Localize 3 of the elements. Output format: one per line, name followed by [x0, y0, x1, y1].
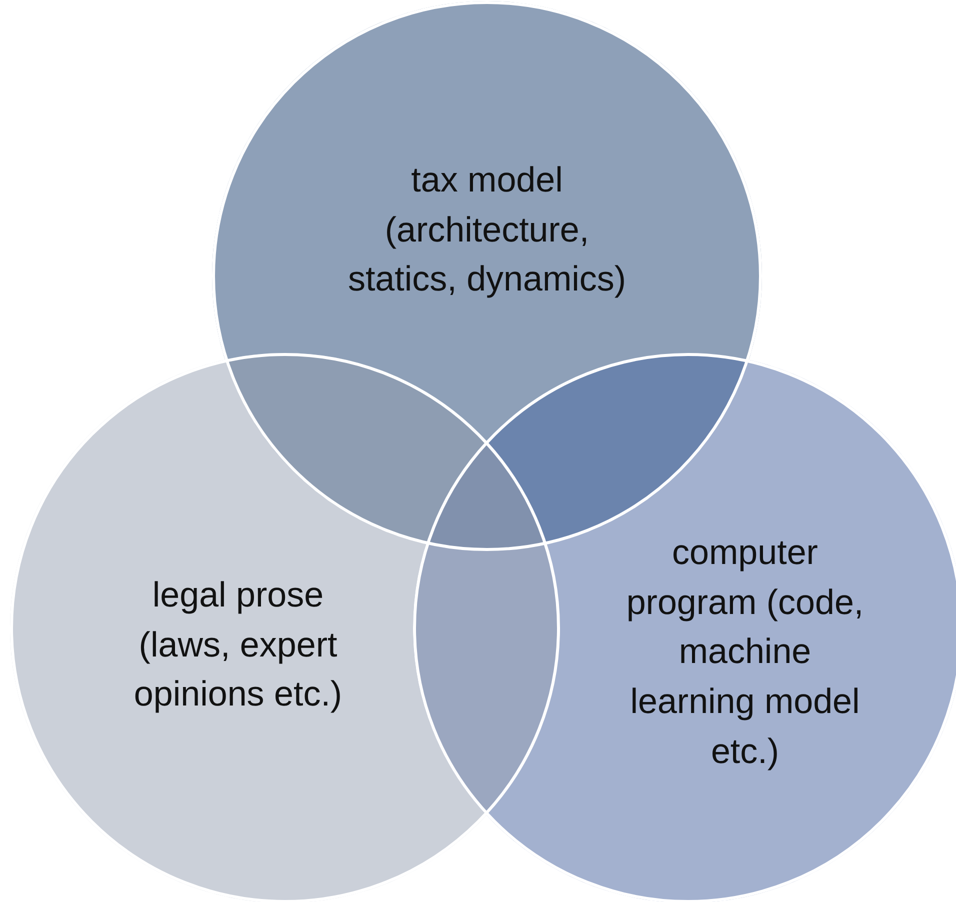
circle-label: legal prose (laws, expert opinions etc.): [132, 574, 344, 716]
circle-label: tax model (architecture, statics, dynamics): [346, 159, 628, 301]
circle-label: computer program (code, machine learning model etc.): [625, 532, 865, 773]
